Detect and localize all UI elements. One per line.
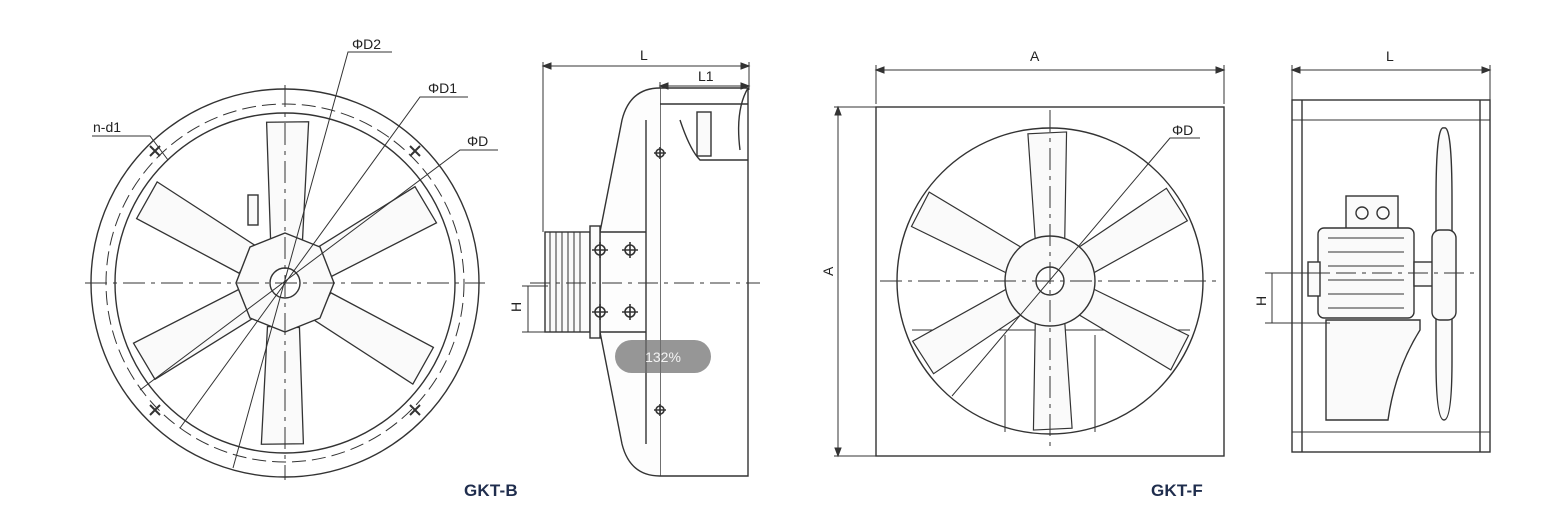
label-phi-d1: ΦD1 bbox=[428, 80, 457, 96]
caption-gkt-b: GKT-B bbox=[464, 481, 518, 500]
gkt-f-side-view bbox=[1265, 65, 1492, 453]
label-a-left: A bbox=[820, 266, 836, 276]
label-phi-d-f: ΦD bbox=[1172, 122, 1193, 138]
label-l-side-b: L bbox=[640, 47, 648, 63]
gkt-f-front-view bbox=[834, 65, 1226, 458]
label-l1: L1 bbox=[698, 68, 714, 84]
label-phi-d: ΦD bbox=[467, 133, 488, 149]
label-phi-d2: ΦD2 bbox=[352, 36, 381, 52]
gkt-b-side-view bbox=[522, 62, 760, 477]
label-a-top: A bbox=[1030, 48, 1040, 64]
label-n-d1: n-d1 bbox=[93, 119, 121, 135]
gkt-b-front-view bbox=[85, 51, 498, 480]
label-l-side-f: L bbox=[1386, 48, 1394, 64]
label-h-side-f: H bbox=[1253, 296, 1269, 306]
zoom-level-badge: 132% bbox=[615, 340, 711, 373]
label-h-side-b: H bbox=[508, 302, 524, 312]
caption-gkt-f: GKT-F bbox=[1151, 481, 1203, 500]
